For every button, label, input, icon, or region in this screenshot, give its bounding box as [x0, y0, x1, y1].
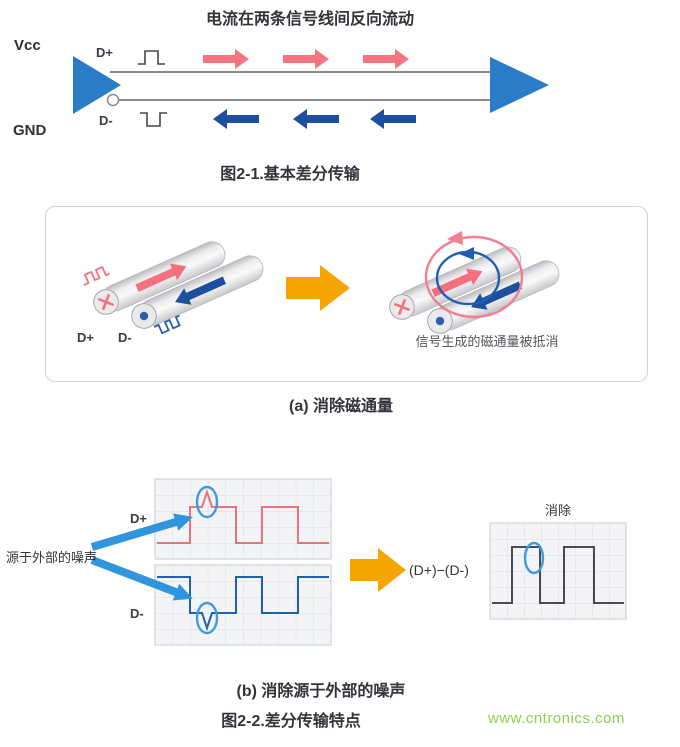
pink-wave-icon	[83, 265, 110, 286]
result-waveform-chart	[489, 522, 627, 620]
flux-note: 信号生成的磁通量被抵消	[415, 334, 559, 349]
noise-pointer-arrow-bottom	[90, 556, 193, 601]
driver-triangle	[73, 56, 121, 114]
figa-flux-cancellation	[83, 231, 564, 339]
figb-dminus-label: D-	[130, 606, 144, 621]
result-waveform	[492, 546, 624, 604]
fig1-caption: 图2-1.基本差分传输	[220, 166, 360, 183]
figb-dplus-label: D+	[130, 511, 147, 526]
subtract-arrow	[350, 548, 406, 592]
transform-arrow	[286, 265, 350, 311]
dminus-current-arrow	[370, 109, 416, 129]
flux-ring-blue-arrowhead	[459, 247, 474, 260]
figb-caption: (b) 消除源于外部的噪声	[236, 683, 406, 700]
figa-dminus-label: D-	[118, 330, 132, 345]
chart-border	[489, 522, 627, 620]
inverter-bubble	[106, 93, 120, 107]
dminus-waveform-chart	[154, 564, 332, 646]
chart-border	[154, 564, 332, 646]
noise-pointer-arrow-top	[90, 513, 193, 551]
difference-formula: (D+)−(D-)	[409, 562, 469, 578]
fig1-basic-differential	[73, 49, 549, 129]
cancel-label: 消除	[544, 503, 572, 518]
fig2-caption: 图2-2.差分传输特点	[221, 713, 361, 730]
vcc-label: Vcc	[14, 37, 41, 54]
fig1-dminus-label: D-	[99, 113, 113, 128]
noise-source-label: 源于外部的噪声	[6, 550, 98, 565]
dplus-waveform	[157, 488, 329, 544]
dplus-pulse-icon	[138, 50, 165, 65]
fig1-title: 电流在两条信号线间反向流动	[205, 11, 415, 28]
chart-grid	[490, 523, 626, 619]
chart-border	[154, 478, 332, 560]
dplus-current-arrow	[203, 49, 249, 69]
receiver-triangle	[490, 57, 549, 113]
dminus-current-arrow	[213, 109, 259, 129]
fig1-dplus-label: D+	[96, 45, 113, 60]
dminus-pulse-icon	[140, 112, 167, 127]
figb-noise-cancellation	[90, 478, 627, 646]
dminus-current-arrow	[293, 109, 339, 129]
flux-ring-pink-arrowhead	[447, 231, 463, 245]
watermark: www.cntronics.com	[488, 710, 625, 727]
noise-cancelled-ellipse	[523, 541, 545, 575]
noise-highlight-ellipse	[195, 601, 219, 635]
flux-ring-pink	[424, 235, 524, 319]
dminus-waveform	[157, 576, 329, 632]
figa-dplus-label: D+	[77, 330, 94, 345]
gnd-label: GND	[13, 122, 47, 139]
chart-grid	[155, 565, 331, 645]
figa-caption: (a) 消除磁通量	[288, 398, 394, 415]
noise-highlight-ellipse	[195, 485, 219, 519]
dplus-current-arrow	[283, 49, 329, 69]
dplus-current-arrow	[363, 49, 409, 69]
blue-wave-icon	[153, 314, 181, 335]
